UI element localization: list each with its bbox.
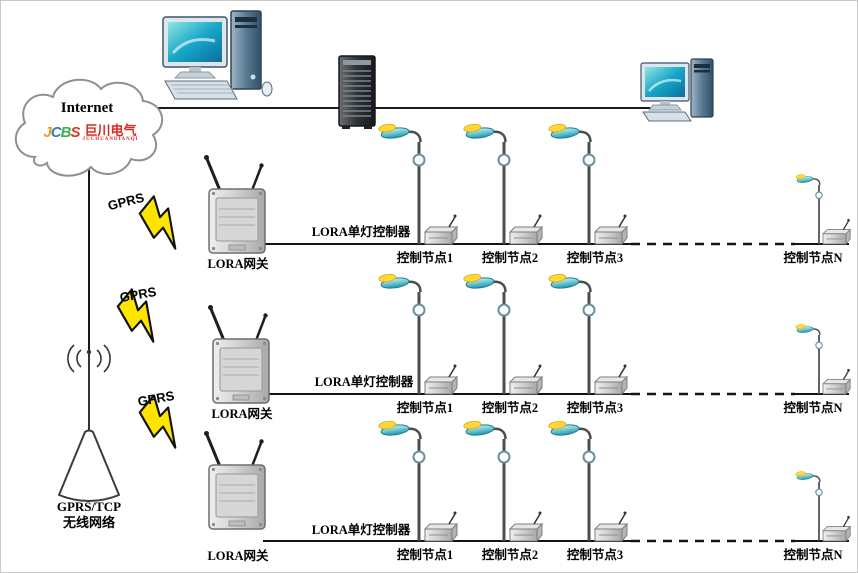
- pc-mouse: [261, 81, 273, 97]
- node-controller: [424, 213, 458, 245]
- street-light: [794, 469, 824, 542]
- street-light: [546, 417, 596, 543]
- node-label: 控制节点3: [566, 401, 624, 415]
- brand-logo: JCBS 巨川电气 JUCHUANDIANQI: [25, 124, 157, 142]
- logo-letter: J: [43, 124, 51, 141]
- node-label: 控制节点3: [566, 251, 624, 265]
- node-controller: [822, 368, 851, 395]
- pc-tower: [690, 58, 714, 118]
- internet-cloud: [14, 78, 164, 177]
- node-label: 控制节点1: [396, 401, 454, 415]
- logo-letter: C: [50, 124, 62, 141]
- node-label: 控制节点N: [783, 251, 843, 265]
- gprs-tower-label: GPRS/TCP 无线网络: [34, 499, 144, 530]
- lora-gateway-1: [202, 153, 267, 255]
- bus-label-1: LORA单灯控制器: [311, 225, 411, 239]
- gateway-label-1: LORA网关: [207, 257, 269, 271]
- pc-tower: [230, 10, 262, 90]
- tower-label-line2: 无线网络: [62, 514, 115, 530]
- pc-keyboard: [642, 111, 692, 122]
- workstation-1: [162, 10, 273, 100]
- node-controller: [509, 213, 543, 245]
- lora-gateway-2: [206, 303, 271, 405]
- node-label: 控制节点2: [481, 251, 539, 265]
- internet-label: Internet: [60, 100, 114, 116]
- street-light: [546, 120, 596, 246]
- street-light: [461, 270, 511, 396]
- pc-keyboard: [164, 80, 238, 100]
- street-light: [794, 322, 824, 395]
- node-controller: [594, 213, 628, 245]
- lora-row-1: [202, 120, 851, 255]
- node-label: 控制节点N: [783, 401, 843, 415]
- node-label: 控制节点1: [396, 548, 454, 562]
- node-controller: [594, 363, 628, 395]
- node-controller: [594, 510, 628, 542]
- logo-letter: B: [60, 124, 72, 141]
- lora-row-3: [202, 417, 851, 543]
- bus-label-2: LORA单灯控制器: [314, 375, 414, 389]
- logo-letter: S: [70, 124, 80, 141]
- lora-row-2: [206, 270, 851, 405]
- lora-gateway-3: [202, 429, 267, 531]
- node-label: 控制节点N: [783, 548, 843, 562]
- street-light: [461, 120, 511, 246]
- node-label: 控制节点2: [481, 401, 539, 415]
- node-label: 控制节点3: [566, 548, 624, 562]
- logo-pinyin-text: JUCHUANDIANQI: [82, 137, 139, 142]
- node-controller: [822, 218, 851, 245]
- workstation-2: [640, 58, 714, 122]
- server-tower: [338, 55, 376, 129]
- bus-label-3: LORA单灯控制器: [311, 523, 411, 537]
- street-light: [794, 172, 824, 245]
- node-controller: [424, 510, 458, 542]
- gateway-label-2: LORA网关: [211, 407, 273, 421]
- gprs-antenna-tower: [58, 344, 120, 502]
- node-label: 控制节点2: [481, 548, 539, 562]
- logo-chinese-text: 巨川电气: [84, 123, 137, 138]
- logo-letters: JCBS: [43, 124, 80, 142]
- logo-text-column: 巨川电气 JUCHUANDIANQI: [82, 124, 138, 142]
- node-controller: [509, 363, 543, 395]
- node-controller: [822, 515, 851, 542]
- gateway-label-3: LORA网关: [207, 549, 269, 563]
- node-controller: [509, 510, 543, 542]
- node-label: 控制节点1: [396, 251, 454, 265]
- street-light: [461, 417, 511, 543]
- street-light: [546, 270, 596, 396]
- tower-label-line1: GPRS/TCP: [56, 499, 122, 514]
